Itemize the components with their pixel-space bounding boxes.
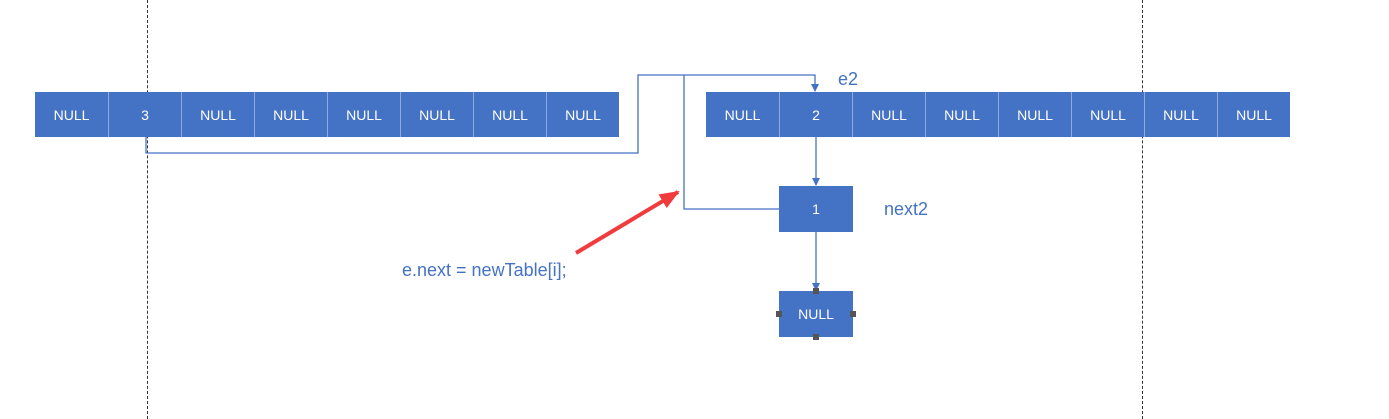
node-null: NULL	[779, 291, 853, 337]
annotation-arrow	[574, 190, 680, 255]
left-table-cell-1: 3	[108, 92, 181, 137]
right-table-cell-2: NULL	[852, 92, 925, 137]
left-table: NULL 3 NULL NULL NULL NULL NULL NULL	[35, 92, 619, 137]
left-table-cell-5: NULL	[400, 92, 473, 137]
link-left-3-to-e2	[145, 74, 819, 154]
node-one: 1	[779, 186, 853, 232]
right-table-cell-5: NULL	[1071, 92, 1144, 137]
left-table-cell-4: NULL	[327, 92, 400, 137]
left-table-cell-6: NULL	[473, 92, 546, 137]
right-table-cell-7: NULL	[1217, 92, 1290, 137]
left-table-cell-3: NULL	[254, 92, 327, 137]
label-e2: e2	[838, 69, 859, 89]
right-table-cell-0: NULL	[706, 92, 779, 137]
right-table: NULL 2 NULL NULL NULL NULL NULL NULL	[706, 92, 1290, 137]
link-node1-next-loop	[683, 75, 779, 210]
selection-handle-left[interactable]	[776, 311, 782, 317]
code-annotation: e.next = newTable[i];	[402, 260, 567, 280]
selection-handle-top[interactable]	[813, 288, 819, 294]
label-next2: next2	[884, 199, 929, 219]
left-table-cell-2: NULL	[181, 92, 254, 137]
right-table-cell-1: 2	[779, 92, 852, 137]
selection-handle-right[interactable]	[850, 311, 856, 317]
right-dashed-divider	[1142, 0, 1143, 419]
left-table-cell-0: NULL	[35, 92, 108, 137]
right-table-cell-6: NULL	[1144, 92, 1217, 137]
left-dashed-divider	[147, 0, 148, 419]
right-table-cell-4: NULL	[998, 92, 1071, 137]
left-table-cell-7: NULL	[546, 92, 619, 137]
right-table-cell-3: NULL	[925, 92, 998, 137]
selection-handle-bottom[interactable]	[813, 334, 819, 340]
